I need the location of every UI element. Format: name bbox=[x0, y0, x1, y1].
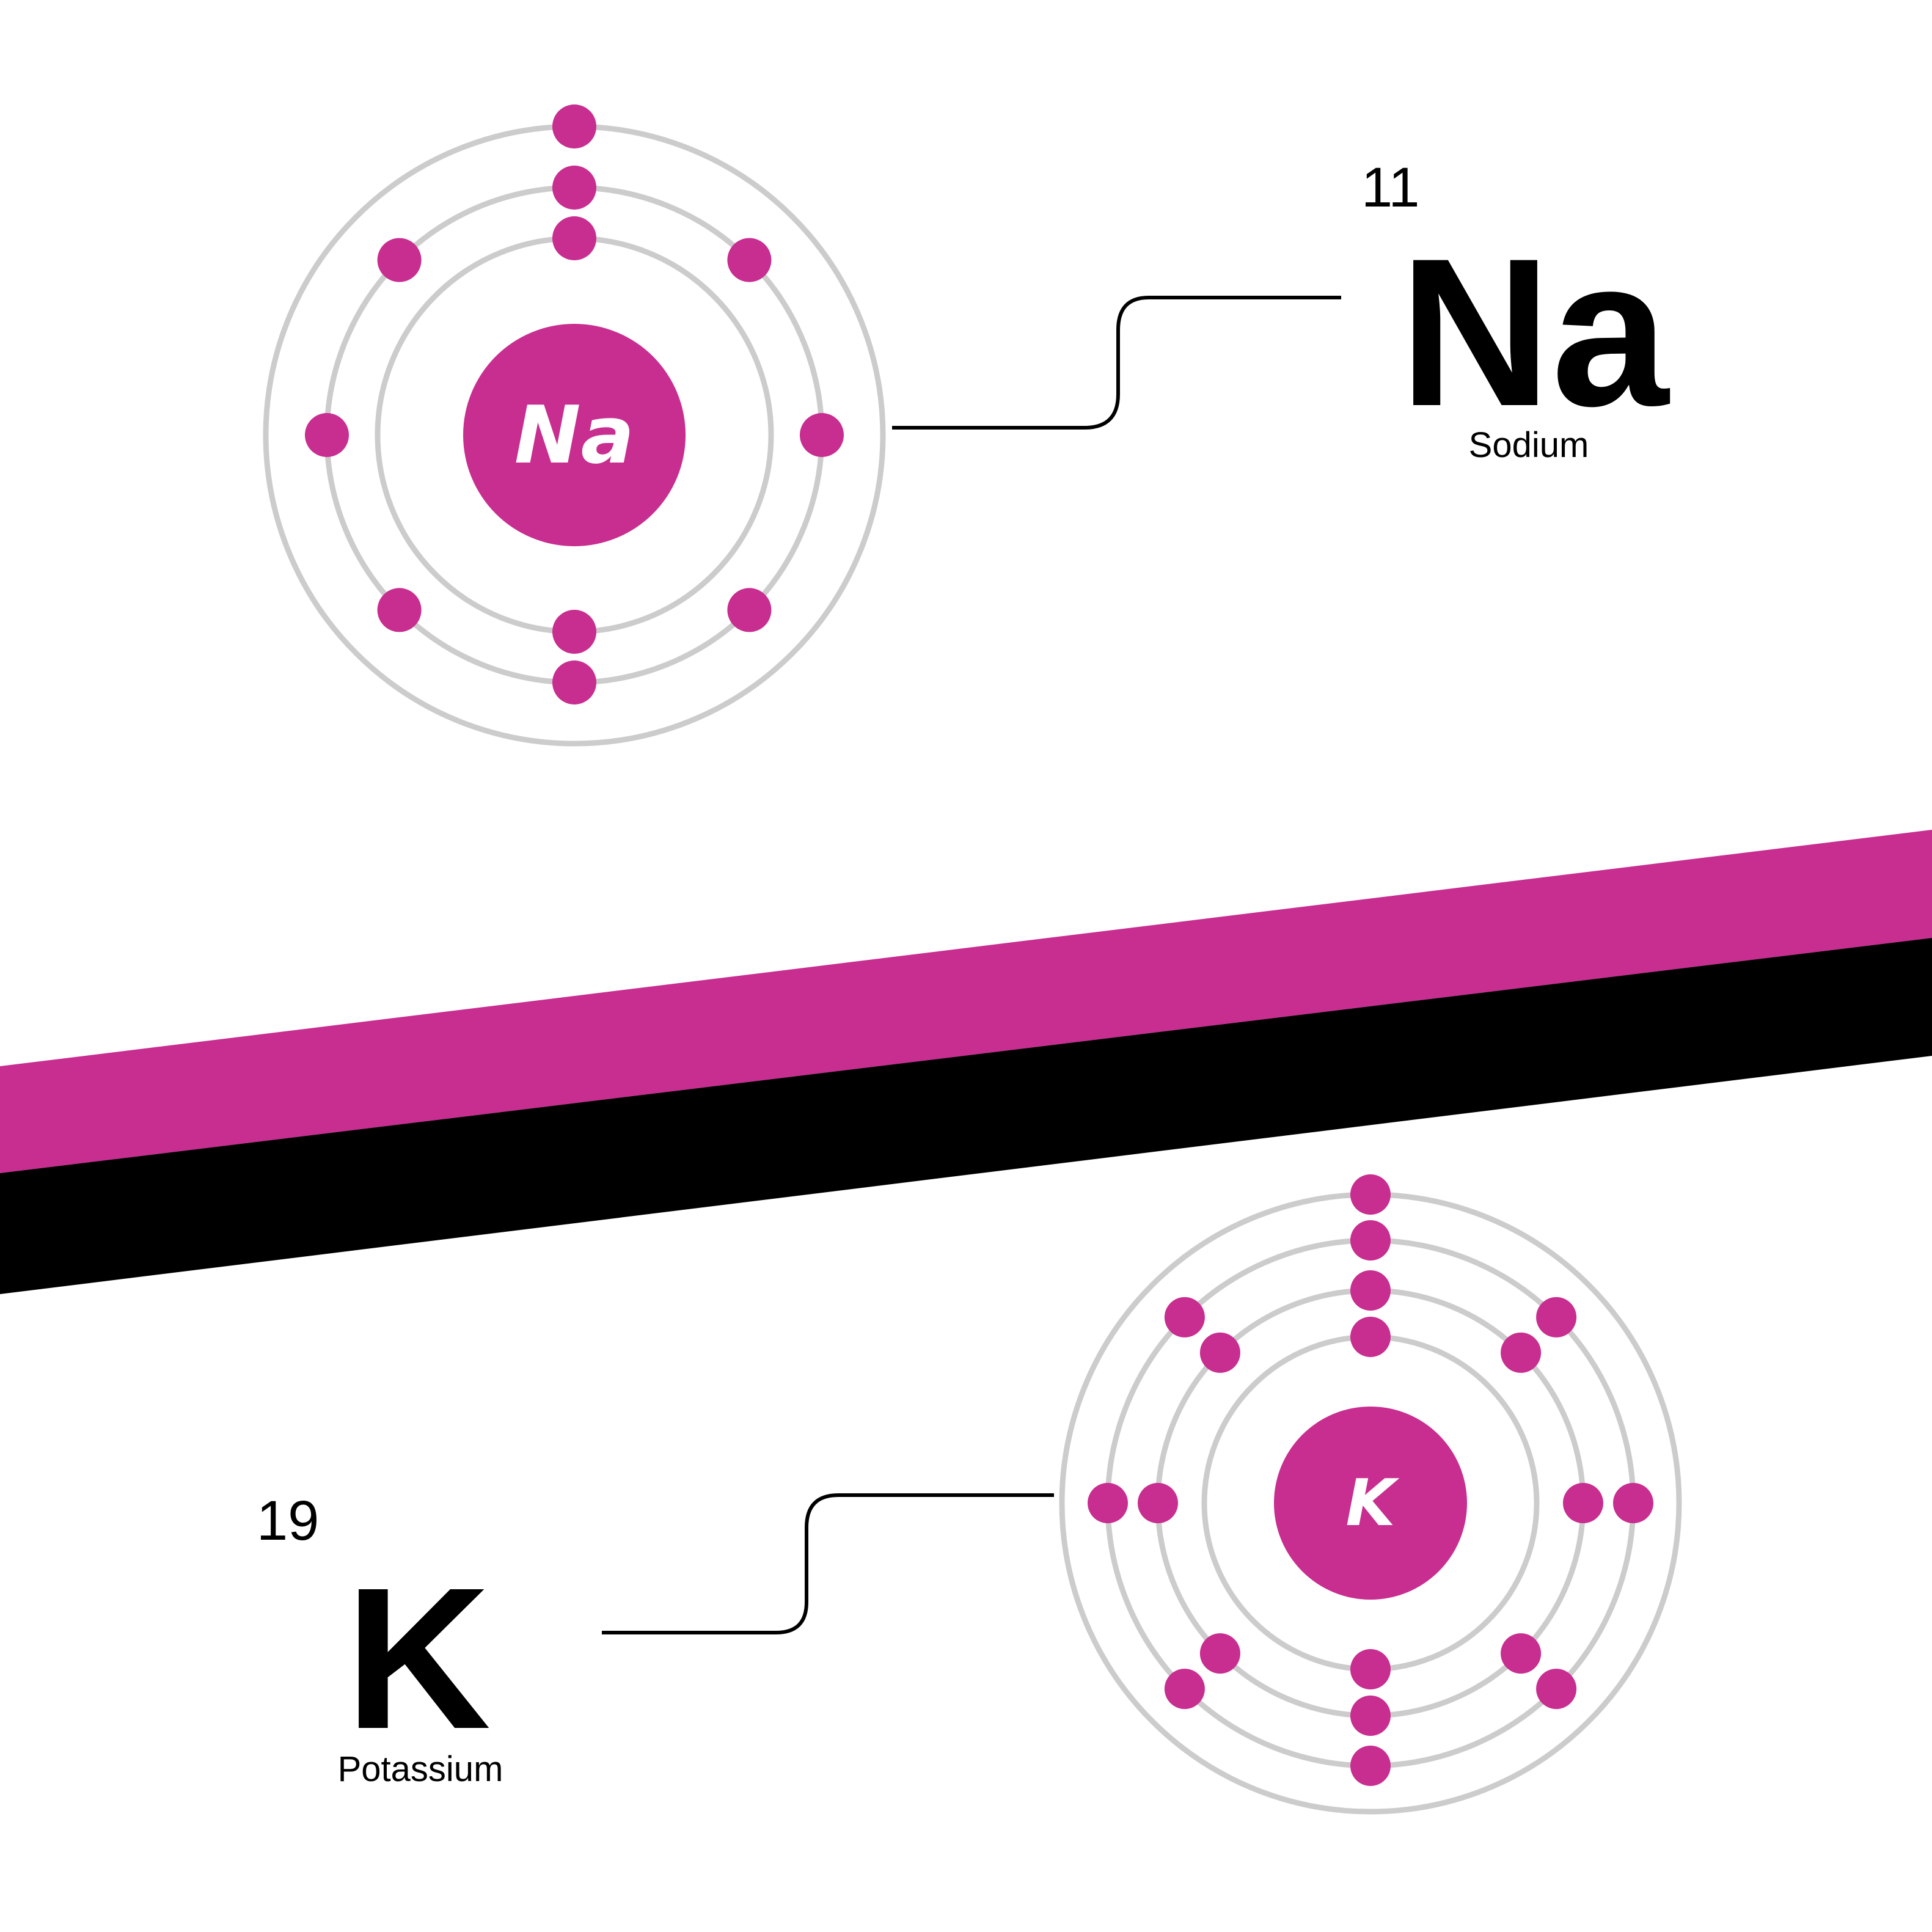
potassium-atomic-number: 19 bbox=[257, 1490, 319, 1552]
sodium-electron-shell-2-electron-4 bbox=[727, 588, 772, 632]
potassium-electron-shell-2-electron-6 bbox=[1199, 1633, 1240, 1674]
potassium-electrons bbox=[1088, 1174, 1653, 1786]
sodium-element-label: 11 Na Sodium bbox=[1361, 156, 1670, 465]
sodium-electron-shell-2-electron-1 bbox=[552, 166, 596, 210]
potassium-element-label: 19 K Potassium bbox=[257, 1490, 503, 1789]
sodium-symbol: Na bbox=[1399, 215, 1670, 450]
diagonal-band-dark bbox=[0, 938, 1932, 1294]
potassium-nucleus-label: K bbox=[1345, 1466, 1399, 1540]
sodium-electron-shell-2-electron-2 bbox=[727, 238, 772, 282]
potassium-electron-shell-2-electron-8 bbox=[1199, 1332, 1240, 1373]
potassium-electron-shell-2-electron-4 bbox=[1501, 1633, 1542, 1674]
sodium-nucleus bbox=[463, 324, 686, 546]
potassium-name: Potassium bbox=[338, 1749, 503, 1789]
potassium-electron-shell-3-electron-3 bbox=[1613, 1483, 1653, 1523]
potassium-electron-shell-2-electron-2 bbox=[1501, 1332, 1542, 1373]
sodium-electrons bbox=[305, 104, 844, 704]
sodium-electron-shell-2-electron-6 bbox=[377, 588, 422, 632]
potassium-electron-shell-4-electron-1 bbox=[1350, 1174, 1391, 1215]
sodium-electron-shell-3-electron-1 bbox=[552, 104, 596, 148]
potassium-connector-line bbox=[602, 1493, 1054, 1634]
diagonal-band-accent bbox=[0, 830, 1932, 1173]
sodium-connector-line bbox=[892, 296, 1341, 430]
sodium-name: Sodium bbox=[1469, 425, 1589, 465]
potassium-electron-shell-3-electron-6 bbox=[1164, 1669, 1205, 1710]
potassium-electron-shell-2-electron-1 bbox=[1350, 1270, 1391, 1311]
sodium-electron-shell-2-electron-3 bbox=[800, 413, 844, 457]
potassium-electron-shell-1-electron-1 bbox=[1350, 1317, 1391, 1357]
potassium-electron-shell-2-electron-5 bbox=[1350, 1696, 1391, 1736]
potassium-electron-shell-2-electron-7 bbox=[1138, 1483, 1178, 1523]
potassium-electron-shell-3-electron-2 bbox=[1536, 1297, 1577, 1337]
potassium-electron-shell-2-electron-3 bbox=[1563, 1483, 1603, 1523]
sodium-electron-shell-2-electron-5 bbox=[552, 660, 596, 704]
potassium-electron-shell-3-electron-7 bbox=[1088, 1483, 1128, 1523]
potassium-electron-shell-3-electron-4 bbox=[1536, 1669, 1577, 1710]
sodium-electron-shell-2-electron-7 bbox=[305, 413, 349, 457]
sodium-electron-shell-1-electron-2 bbox=[552, 610, 596, 654]
potassium-electron-shell-3-electron-1 bbox=[1350, 1220, 1391, 1261]
sodium-atomic-number: 11 bbox=[1361, 156, 1420, 219]
potassium-nucleus bbox=[1274, 1407, 1467, 1600]
sodium-electron-shell-1-electron-1 bbox=[552, 216, 596, 260]
potassium-atom: K bbox=[1059, 1174, 1682, 1815]
potassium-electron-shell-1-electron-2 bbox=[1350, 1649, 1391, 1689]
sodium-electron-shell-2-electron-8 bbox=[377, 238, 422, 282]
potassium-symbol: K bbox=[345, 1545, 491, 1771]
sodium-atom: Na bbox=[263, 104, 886, 747]
potassium-electron-shell-3-electron-8 bbox=[1164, 1297, 1205, 1337]
sodium-nucleus-label: Na bbox=[514, 389, 635, 481]
potassium-electron-shell-3-electron-5 bbox=[1350, 1746, 1391, 1786]
